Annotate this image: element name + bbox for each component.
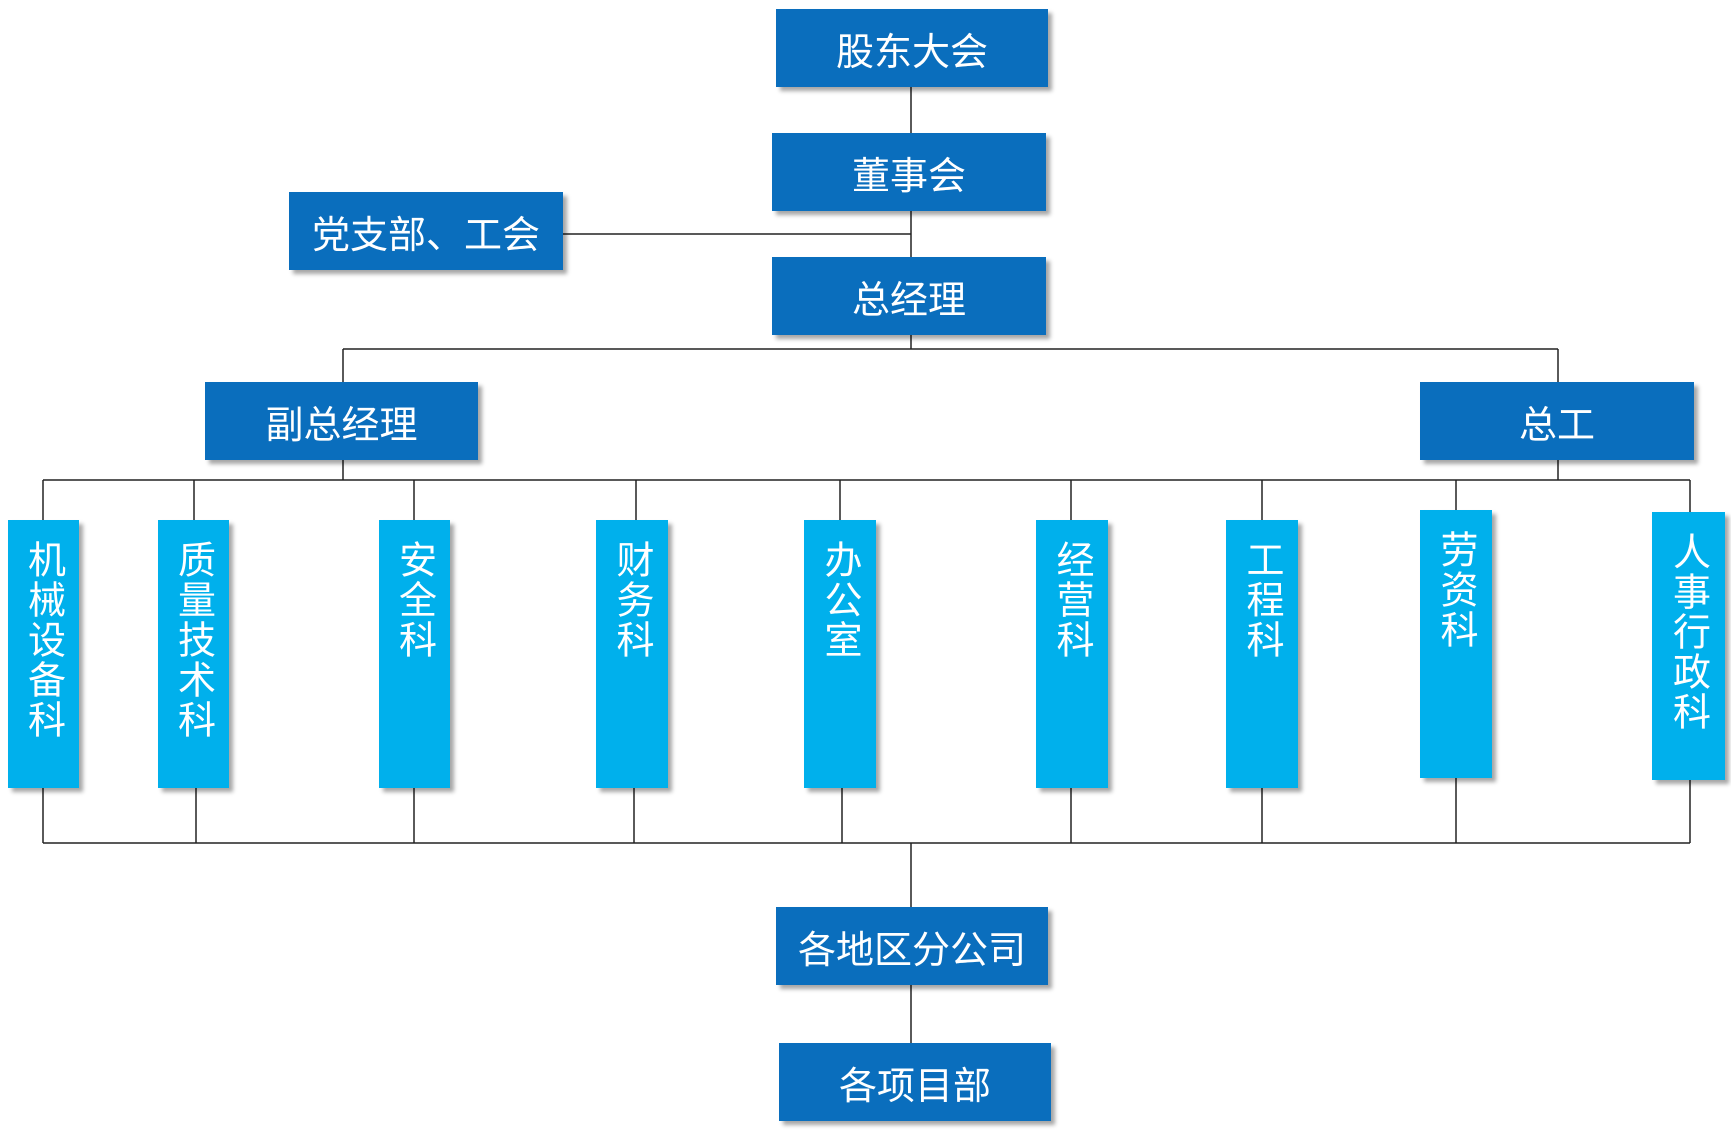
shareholders-meeting-box: 股东大会 (776, 9, 1048, 87)
dept-hr-admin: 人事行政科 (1652, 512, 1725, 780)
projects-label: 各项目部 (838, 1063, 991, 1108)
dept-machinery: 机械设备科 (8, 520, 79, 788)
board-label: 董事会 (851, 153, 966, 198)
chief-engineer-label: 总工 (1518, 402, 1595, 447)
board-box: 董事会 (772, 133, 1046, 211)
deputy-gm-box: 副总经理 (205, 382, 478, 460)
dept-label: 人事行政科 (1666, 532, 1711, 732)
general-manager-box: 总经理 (772, 257, 1046, 335)
dept-label: 劳资科 (1434, 530, 1478, 650)
general-manager-label: 总经理 (851, 277, 966, 322)
dept-label: 工程科 (1240, 540, 1284, 660)
dept-quality-tech: 质量技术科 (158, 520, 229, 788)
dept-label: 办公室 (818, 540, 862, 660)
deputy-gm-label: 副总经理 (265, 402, 418, 447)
chief-engineer-box: 总工 (1420, 382, 1694, 460)
party-union-box: 党支部、工会 (289, 192, 563, 270)
projects-box: 各项目部 (779, 1043, 1051, 1121)
shareholders-meeting-label: 股东大会 (835, 29, 988, 74)
dept-label: 安全科 (392, 540, 437, 660)
dept-office: 办公室 (804, 520, 876, 788)
dept-operations: 经营科 (1036, 520, 1108, 788)
dept-engineering: 工程科 (1226, 520, 1298, 788)
dept-safety: 安全科 (379, 520, 450, 788)
dept-label: 财务科 (610, 540, 654, 660)
dept-label: 机械设备科 (21, 540, 66, 740)
dept-label: 经营科 (1050, 540, 1094, 660)
dept-finance: 财务科 (596, 520, 668, 788)
dept-label: 质量技术科 (171, 540, 216, 740)
dept-labor-wages: 劳资科 (1420, 510, 1492, 778)
party-union-label: 党支部、工会 (311, 212, 540, 257)
branches-box: 各地区分公司 (776, 907, 1048, 985)
branches-label: 各地区分公司 (797, 927, 1026, 972)
